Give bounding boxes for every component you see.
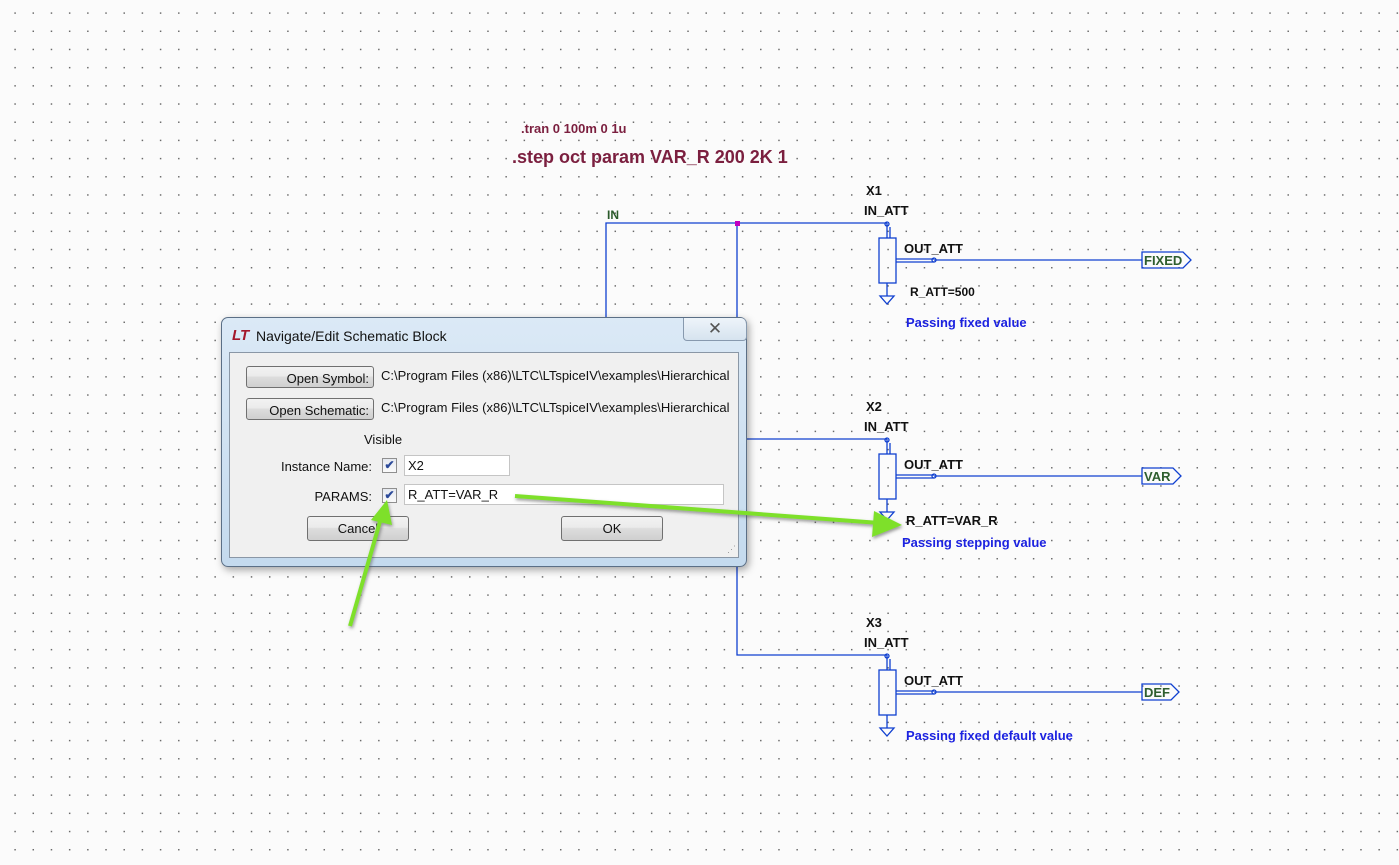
cancel-button[interactable]: Cancel bbox=[307, 516, 409, 541]
dialog-title: Navigate/Edit Schematic Block bbox=[256, 328, 447, 344]
x1-param[interactable]: R_ATT=500 bbox=[910, 285, 975, 299]
x1-instance-name[interactable]: X1 bbox=[866, 183, 882, 198]
instance-name-visible-checkbox[interactable]: ✔ bbox=[382, 458, 397, 473]
x3-comment: Passing fixed default value bbox=[906, 728, 1073, 743]
x1-comment: Passing fixed value bbox=[906, 315, 1027, 330]
close-icon: ✕ bbox=[707, 319, 723, 338]
schematic-path: C:\Program Files (x86)\LTC\LTspiceIV\exa… bbox=[381, 400, 730, 415]
flag-def-shape bbox=[1141, 683, 1180, 701]
close-button[interactable]: ✕ bbox=[683, 318, 747, 341]
params-input[interactable]: R_ATT=VAR_R bbox=[404, 484, 724, 505]
navigate-edit-dialog: LT Navigate/Edit Schematic Block ✕ Open … bbox=[221, 317, 747, 567]
x2-out-port: OUT_ATT bbox=[904, 457, 963, 472]
open-schematic-button[interactable]: Open Schematic: bbox=[246, 398, 374, 420]
tran-directive[interactable]: .tran 0 100m 0 1u bbox=[521, 121, 627, 136]
open-symbol-button[interactable]: Open Symbol: bbox=[246, 366, 374, 388]
net-label-in[interactable]: IN bbox=[607, 208, 619, 222]
ok-button[interactable]: OK bbox=[561, 516, 663, 541]
symbol-path: C:\Program Files (x86)\LTC\LTspiceIV\exa… bbox=[381, 368, 730, 383]
block-x3-symbol bbox=[878, 653, 937, 737]
ltspice-logo-icon: LT bbox=[232, 327, 250, 344]
x2-instance-name[interactable]: X2 bbox=[866, 399, 882, 414]
instance-name-label: Instance Name: bbox=[280, 459, 372, 474]
junction-dot bbox=[735, 221, 740, 226]
resize-grip-icon[interactable]: ⋰ bbox=[727, 544, 736, 554]
x1-in-port: IN_ATT bbox=[864, 203, 909, 218]
params-visible-checkbox[interactable]: ✔ bbox=[382, 488, 397, 503]
flag-var-shape bbox=[1141, 467, 1182, 485]
x3-in-port: IN_ATT bbox=[864, 635, 909, 650]
block-x1-symbol bbox=[878, 221, 937, 305]
dialog-body: Open Symbol: C:\Program Files (x86)\LTC\… bbox=[229, 352, 739, 558]
x2-comment: Passing stepping value bbox=[902, 535, 1047, 550]
instance-name-input[interactable]: X2 bbox=[404, 455, 510, 476]
x2-in-port: IN_ATT bbox=[864, 419, 909, 434]
step-directive[interactable]: .step oct param VAR_R 200 2K 1 bbox=[512, 147, 788, 167]
x2-param[interactable]: R_ATT=VAR_R bbox=[906, 513, 998, 528]
flag-def[interactable]: DEF bbox=[1144, 685, 1170, 700]
flag-fixed-shape bbox=[1141, 251, 1192, 269]
wire-in bbox=[605, 222, 887, 350]
flag-fixed[interactable]: FIXED bbox=[1144, 253, 1183, 268]
block-x2-symbol bbox=[878, 437, 937, 521]
x3-instance-name[interactable]: X3 bbox=[866, 615, 882, 630]
x1-out-port: OUT_ATT bbox=[904, 241, 963, 256]
params-label: PARAMS: bbox=[314, 489, 372, 504]
flag-var[interactable]: VAR bbox=[1144, 469, 1171, 484]
x3-out-port: OUT_ATT bbox=[904, 673, 963, 688]
visible-header: Visible bbox=[364, 432, 403, 447]
